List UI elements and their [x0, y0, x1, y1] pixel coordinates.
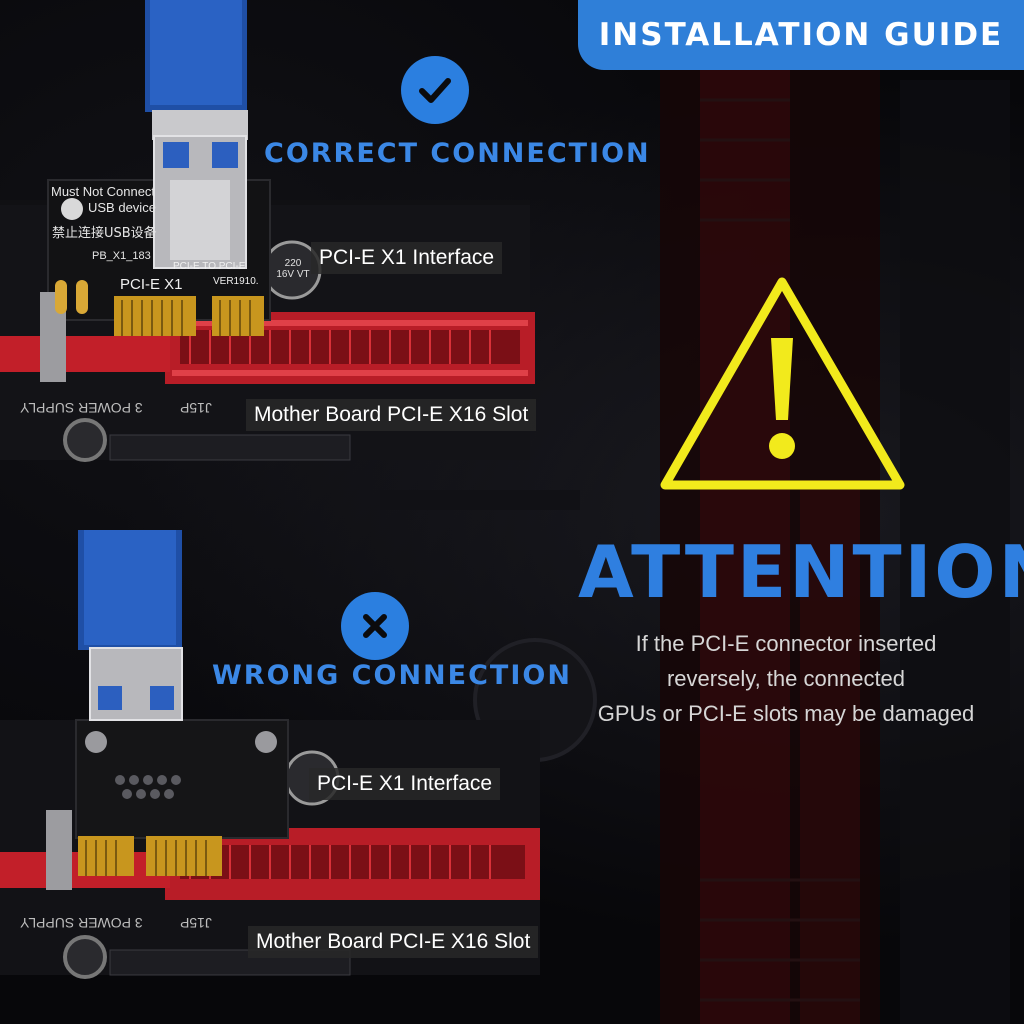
attention-title: ATTENTION	[578, 530, 1024, 614]
card-pcie-to-pcie-text: PCI-E TO PCI-E	[173, 261, 246, 272]
cross-icon	[341, 592, 409, 660]
card-pcie-x1-text: PCI-E X1	[120, 276, 183, 293]
attention-line-3: GPUs or PCI-E slots may be damaged	[597, 701, 975, 726]
attention-line-2: reversely, the connected	[666, 666, 906, 691]
board-j15p-text-top: J15P	[180, 400, 212, 416]
board-power-text-top: 3 POWER SUPPLY	[20, 400, 143, 416]
card-sticker-line1: Must Not Connect	[51, 184, 156, 199]
card-sticker-line3: 禁止连接USB设备	[52, 226, 157, 241]
board-power-text-bottom: 3 POWER SUPPLY	[20, 915, 143, 931]
banner-title: INSTALLATION GUIDE	[598, 17, 1004, 53]
capacitor-text: 220 16V VT	[276, 258, 310, 280]
installation-guide-banner: INSTALLATION GUIDE	[578, 0, 1024, 70]
correct-connection-heading: CORRECT CONNECTION	[264, 138, 651, 169]
attention-note: If the PCI-E connector inserted reversel…	[560, 626, 1012, 731]
card-sticker-line2: USB device	[88, 200, 156, 215]
wrong-interface-label: PCI-E X1 Interface	[309, 768, 501, 800]
card-model-text: PB_X1_183	[92, 250, 151, 262]
correct-slot-label: Mother Board PCI-E X16 Slot	[246, 399, 537, 431]
wrong-slot-label: Mother Board PCI-E X16 Slot	[248, 926, 539, 958]
wrong-connection-heading: WRONG CONNECTION	[212, 660, 572, 691]
check-icon	[401, 56, 469, 124]
card-version-text: VER1910.	[213, 276, 259, 287]
board-j15p-text-bottom: J15P	[180, 915, 212, 931]
correct-interface-label: PCI-E X1 Interface	[311, 242, 503, 274]
attention-line-1: If the PCI-E connector inserted	[635, 631, 937, 656]
warning-triangle-icon	[660, 277, 905, 490]
